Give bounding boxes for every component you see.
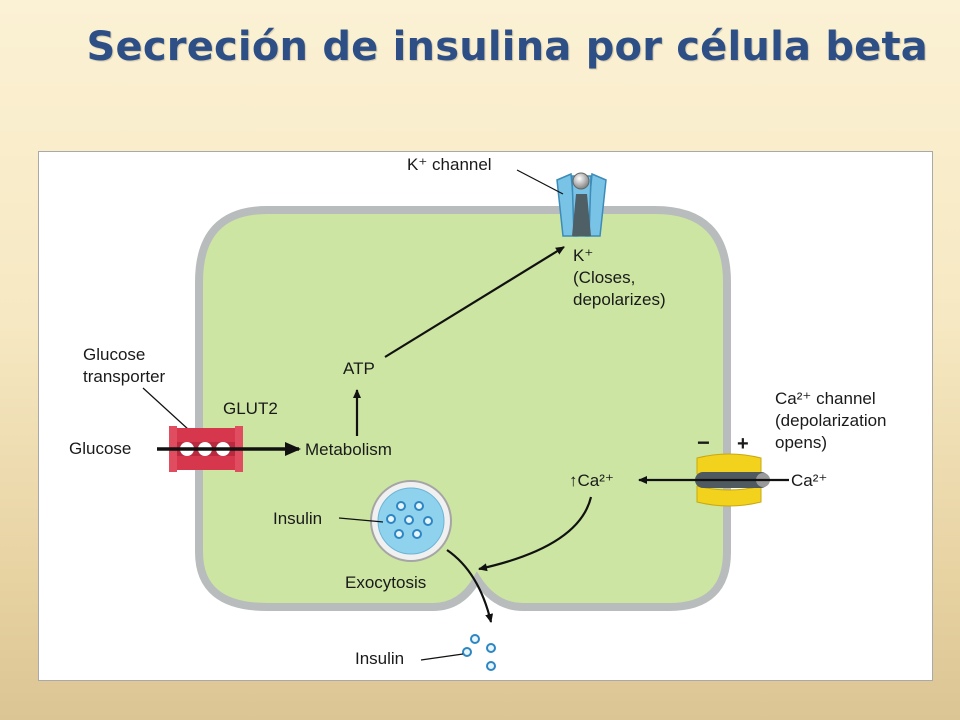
k-channel-icon <box>556 172 607 237</box>
insulin-vesicle-leader <box>338 517 384 523</box>
minus-sign: − <box>697 430 710 455</box>
slide-title: Secreción de insulina por célula beta <box>86 24 928 70</box>
ca-inside-label: ↑Ca²⁺ <box>569 471 614 490</box>
insulin-vesicle-icon <box>370 480 452 562</box>
closes-label: (Closes, <box>573 268 635 287</box>
transporter-leader <box>142 387 190 431</box>
k-channel-leader <box>516 169 564 195</box>
cell-membrane <box>195 206 731 611</box>
ca-outside-label: Ca²⁺ <box>791 471 827 490</box>
plus-sign: + <box>737 433 749 455</box>
glucose-transporter-label-2: transporter <box>83 367 166 386</box>
beta-cell-diagram: K⁺ channel K⁺ (Closes, depolarizes) ATP … <box>69 155 887 671</box>
insulin-released-leader <box>420 653 464 661</box>
atp-to-k-arrow <box>384 246 565 358</box>
released-insulin-granules <box>462 634 496 671</box>
ca-channel-label-1: Ca²⁺ channel <box>775 389 876 408</box>
ca-to-exocytosis-arrow <box>478 496 593 572</box>
exocytosis-label: Exocytosis <box>345 573 426 592</box>
glucose-label: Glucose <box>69 439 131 458</box>
depolarizes-label: depolarizes) <box>573 290 666 309</box>
metabolism-label: Metabolism <box>305 440 392 459</box>
glucose-transporter-label-1: Glucose <box>83 345 145 364</box>
exocytosis-arrow <box>446 549 494 623</box>
k-channel-label: K⁺ channel <box>407 155 492 174</box>
ca-channel-label-3: opens) <box>775 433 827 452</box>
k-ion-label: K⁺ <box>573 246 593 265</box>
insulin-released-label: Insulin <box>355 649 404 668</box>
insulin-vesicle-label: Insulin <box>273 509 322 528</box>
ca-channel-label-2: (depolarization <box>775 411 887 430</box>
glut2-label: GLUT2 <box>223 399 278 418</box>
diagram-figure: K⁺ channel K⁺ (Closes, depolarizes) ATP … <box>38 151 933 681</box>
atp-label: ATP <box>343 359 375 378</box>
